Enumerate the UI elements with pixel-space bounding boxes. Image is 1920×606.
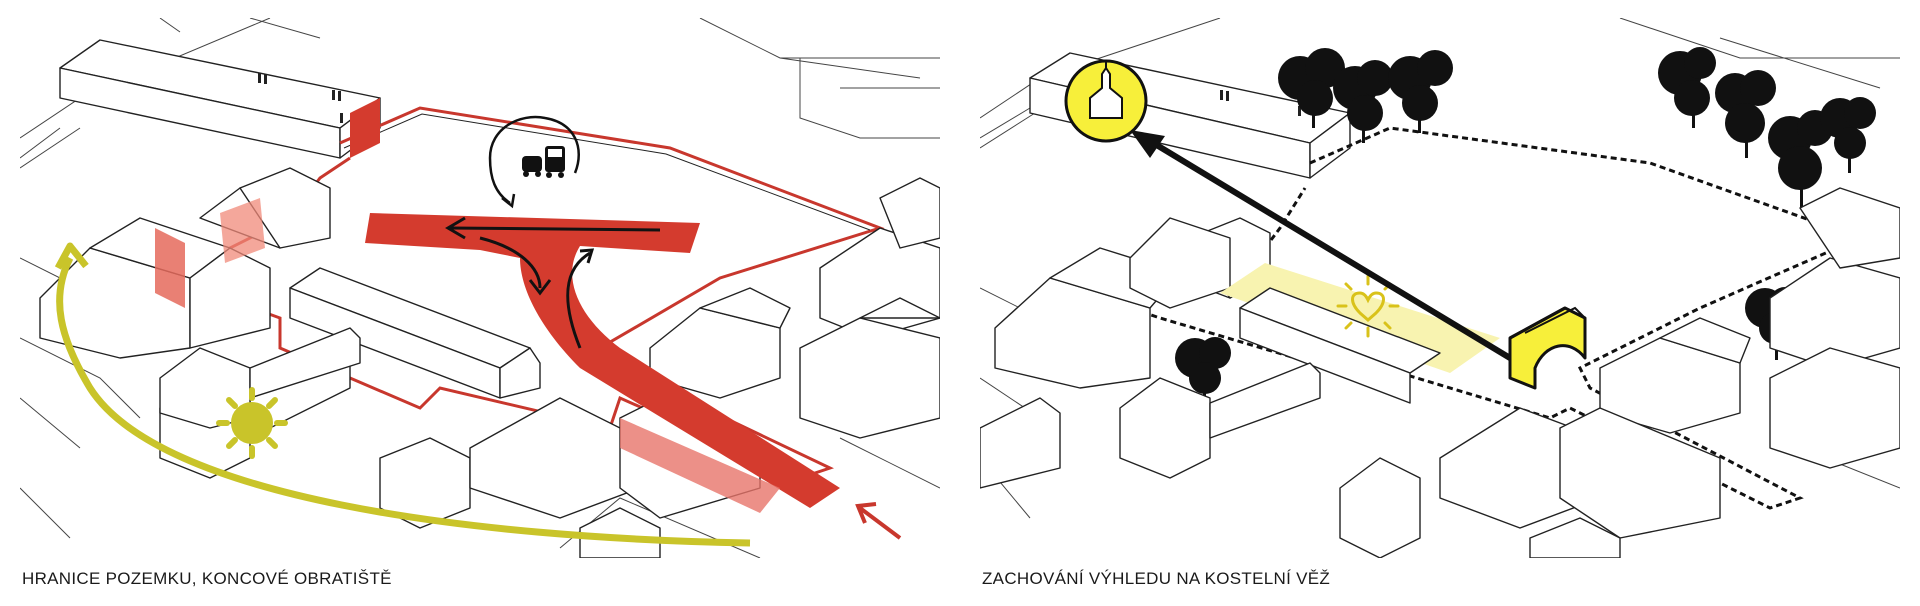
church-view-diagram	[980, 18, 1900, 558]
view-arrow	[1130, 130, 1512, 361]
panel-church-view	[980, 18, 1900, 558]
bus-car-turnaround-icon	[488, 115, 580, 209]
caption-church-view: ZACHOVÁNÍ VÝHLEDU NA KOSTELNÍ VĚŽ	[982, 569, 1331, 588]
buildings-west	[994, 217, 1271, 389]
sun-icon	[216, 387, 288, 459]
buildings-east	[1599, 187, 1900, 469]
site-boundary-diagram	[20, 18, 940, 558]
church-icon	[1064, 59, 1148, 143]
building-middle-highlight	[1220, 263, 1500, 404]
tree-icon	[1175, 47, 1876, 408]
turnaround-road	[365, 213, 840, 513]
building-long-north	[59, 39, 381, 159]
buildings-south	[980, 362, 1721, 558]
sun-path	[54, 242, 751, 547]
gate-arch-icon	[1508, 306, 1587, 390]
panel-site-boundary	[20, 18, 940, 558]
entry-arrow-icon	[855, 502, 902, 540]
buildings-east	[649, 177, 940, 439]
buildings-west	[39, 167, 331, 359]
building-middle	[289, 267, 541, 399]
traffic-arrows	[445, 216, 661, 349]
caption-site-boundary: HRANICE POZEMKU, KONCOVÉ OBRATIŠTĚ	[22, 569, 392, 588]
